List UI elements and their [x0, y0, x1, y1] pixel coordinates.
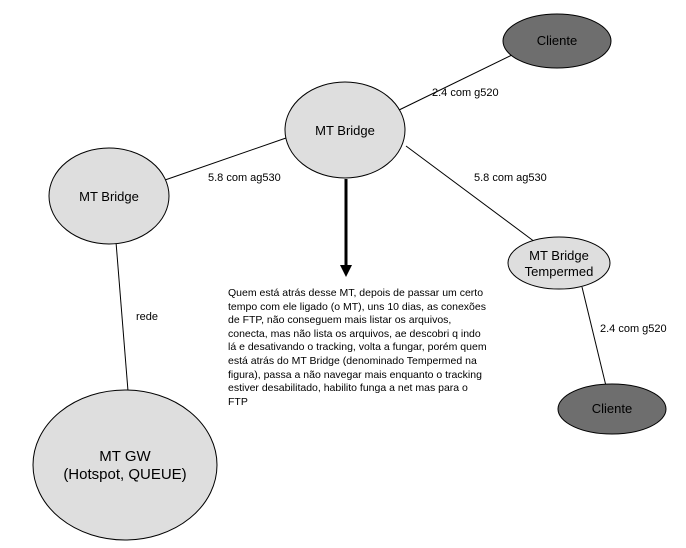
node-cliente-top-label: Cliente [503, 30, 611, 52]
edge-label-center-tempermed: 5.8 com ag530 [474, 172, 547, 184]
node-cliente-bottom-label: Cliente [558, 398, 666, 420]
node-mt-bridge-tempermed-label: MT Bridge Tempermed [508, 247, 610, 281]
node-mt-bridge-center[interactable] [284, 81, 406, 179]
arrowhead-icon [340, 265, 352, 277]
edge-label-center-cliente-top: 2.4 com g520 [432, 87, 499, 99]
edge-tempermed-to-cliente-bottom [581, 286, 607, 387]
node-mt-gw[interactable] [32, 389, 218, 541]
cliente-bottom-text: Cliente [591, 401, 633, 416]
node-cliente-top[interactable] [502, 13, 612, 69]
node-cliente-bottom[interactable] [557, 383, 667, 435]
node-mt-bridge-left-label: MT Bridge [49, 186, 169, 208]
node-mt-bridge-left[interactable] [48, 147, 170, 245]
tempermed-line1-text: MT Bridge [529, 248, 589, 263]
edge-left-bridge-to-gw [115, 241, 129, 392]
edge-label-gw-rede: rede [136, 311, 159, 323]
edge-center-to-tempermed [405, 145, 540, 246]
mt-gw-line1-text: MT GW [99, 448, 151, 465]
edge-label-tempermed-cliente-bottom: 2.4 com g520 [600, 323, 667, 335]
mt-bridge-center-text: MT Bridge [315, 123, 375, 138]
edge-center-to-left-bridge [164, 137, 287, 181]
node-mt-gw-label: MT GW (Hotspot, QUEUE) [33, 448, 217, 484]
mt-gw-line2-text: (Hotspot, QUEUE) [63, 466, 187, 483]
edge-label-center-left-bridge: 5.8 com ag530 [208, 172, 281, 184]
node-mt-bridge-tempermed[interactable] [507, 236, 611, 290]
mt-bridge-left-text: MT Bridge [79, 189, 139, 204]
annotation-note: Quem está atrás desse MT, depois de pass… [228, 287, 487, 408]
cliente-top-text: Cliente [536, 33, 578, 48]
tempermed-line2-text: Tempermed [524, 264, 594, 279]
edge-center-to-cliente-top [396, 53, 515, 112]
node-mt-bridge-center-label: MT Bridge [285, 120, 405, 142]
